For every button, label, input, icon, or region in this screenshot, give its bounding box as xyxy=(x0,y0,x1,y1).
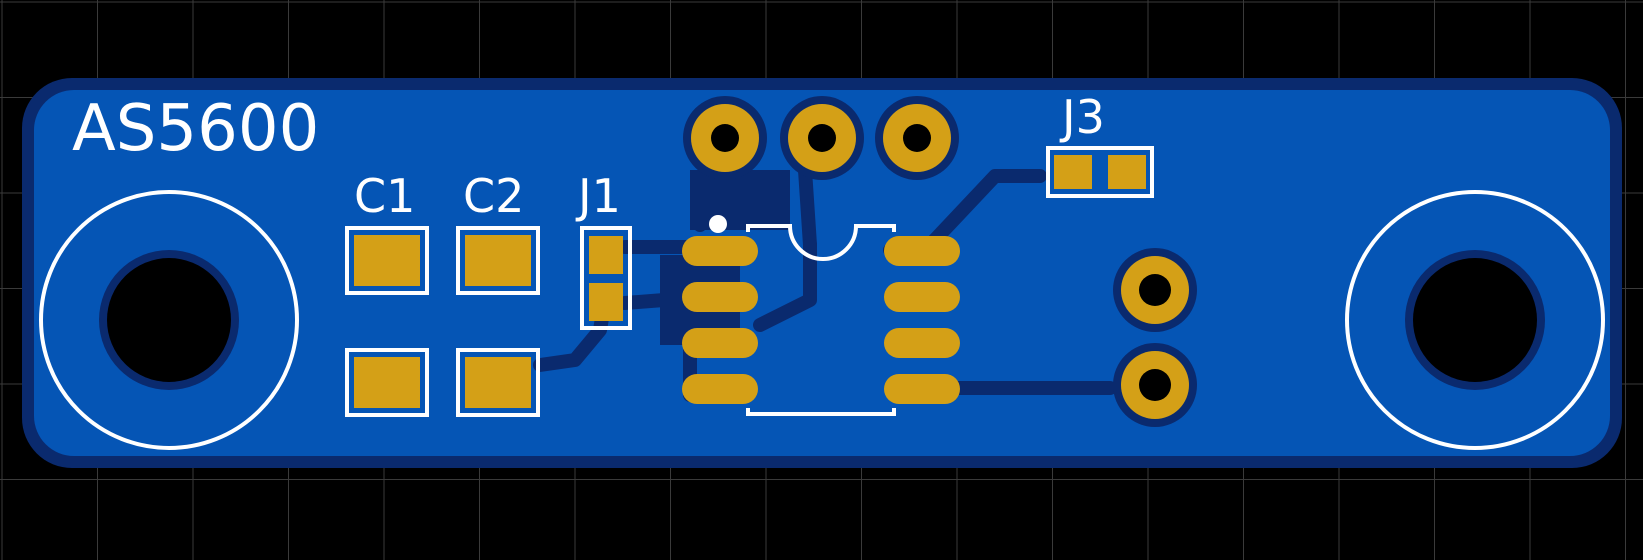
ic-as5600 xyxy=(682,215,960,416)
board-title: AS5600 xyxy=(72,92,319,166)
c1-silk-bottom xyxy=(345,348,429,417)
ic-silk-bottom xyxy=(746,408,896,416)
mounting-hole-left xyxy=(39,190,299,450)
capacitor-c2 xyxy=(456,226,540,417)
j1-silk xyxy=(580,226,632,330)
rect-pad-icon xyxy=(589,236,623,274)
rect-pad-icon xyxy=(1108,155,1146,189)
designator-c2: C2 xyxy=(463,169,524,223)
ic-pad-3 xyxy=(682,328,758,358)
conn-drill-1 xyxy=(1139,274,1171,306)
jumper-j1 xyxy=(580,226,632,330)
ic-pad-5 xyxy=(884,374,960,404)
dot-icon xyxy=(709,215,727,233)
circle-hole-icon xyxy=(107,258,231,382)
ic-pad-2 xyxy=(682,282,758,312)
jumper-j3 xyxy=(1046,146,1154,198)
connector-right xyxy=(1113,248,1197,427)
ic-pad-4 xyxy=(682,374,758,404)
rect-pad-icon xyxy=(465,357,531,408)
ic-pad-8 xyxy=(884,236,960,266)
capacitor-c1 xyxy=(345,226,429,417)
j3-silk xyxy=(1046,146,1154,198)
ic-pad-7 xyxy=(884,282,960,312)
trace-hdr2 xyxy=(798,163,817,252)
drill-3 xyxy=(903,124,931,152)
mount-silk-right xyxy=(1345,190,1605,450)
circle-hole-icon xyxy=(1413,258,1537,382)
rect-pad-icon xyxy=(354,235,420,286)
c2-silk-top xyxy=(456,226,540,295)
mounting-hole-right xyxy=(1345,190,1605,450)
designator-c1: C1 xyxy=(354,169,415,223)
c2-silk-bottom xyxy=(456,348,540,417)
drill-1 xyxy=(711,124,739,152)
rect-pad-icon xyxy=(354,357,420,408)
ic-pad-1 xyxy=(682,236,758,266)
header-top xyxy=(683,96,959,180)
designator-j1: J1 xyxy=(575,169,621,223)
ground-island xyxy=(690,170,790,230)
drill-2 xyxy=(808,124,836,152)
conn-drill-2 xyxy=(1139,369,1171,401)
mount-silk-left xyxy=(39,190,299,450)
trace-ic-mid xyxy=(753,238,817,332)
rect-pad-icon xyxy=(589,283,623,321)
designator-j3: J3 xyxy=(1059,90,1105,144)
ic-pad-6 xyxy=(884,328,960,358)
ic-silk-top xyxy=(746,224,896,261)
rect-pad-icon xyxy=(465,235,531,286)
c1-silk-top xyxy=(345,226,429,295)
rect-pad-icon xyxy=(1054,155,1092,189)
